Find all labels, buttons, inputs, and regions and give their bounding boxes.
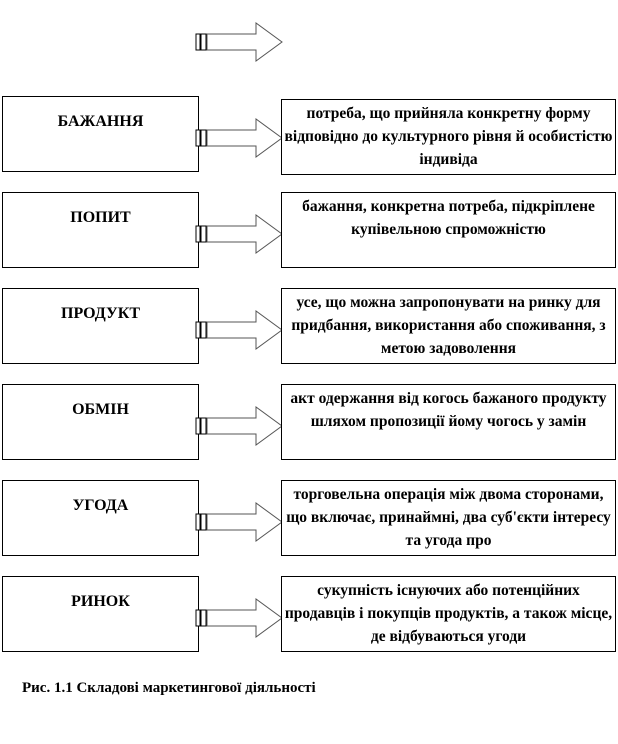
term-label: УГОДА: [72, 497, 129, 514]
definition-box: усе, що можна запропонувати на ринку для…: [281, 288, 616, 364]
term-box: ПОПИТ: [2, 192, 199, 268]
definition-box: акт одержання від когось бажаного продук…: [281, 384, 616, 460]
definition-text: акт одержання від когось бажаного продук…: [290, 390, 607, 430]
term-label: РИНОК: [71, 593, 130, 610]
term-box: ПРОДУКТ: [2, 288, 199, 364]
definition-text: торговельна операція між двома сторонами…: [286, 486, 611, 549]
definition-box: сукупність існуючих або потенційних прод…: [281, 576, 616, 652]
right-arrow-icon: [195, 214, 283, 254]
definition-box: потреба, що прийняла конкретну форму від…: [281, 99, 616, 175]
term-label: ПОПИТ: [70, 209, 131, 226]
definition-text: бажання, конкретна потреба, підкріплене …: [302, 198, 595, 238]
right-arrow-icon: [195, 310, 283, 350]
figure-caption: Рис. 1.1 Складові маркетингової діяльнос…: [22, 680, 316, 696]
definition-text: потреба, що прийняла конкретну форму від…: [284, 105, 613, 168]
term-label: ОБМІН: [72, 401, 129, 418]
term-box: ОБМІН: [2, 384, 199, 460]
term-box: УГОДА: [2, 480, 199, 556]
definition-text: сукупність існуючих або потенційних прод…: [284, 582, 613, 645]
right-arrow-icon: [195, 406, 283, 446]
term-box: РИНОК: [2, 576, 199, 652]
right-arrow-icon: [195, 502, 283, 542]
right-arrow-icon: [195, 118, 283, 158]
definition-box: торговельна операція між двома сторонами…: [281, 480, 616, 556]
term-label: ПРОДУКТ: [61, 305, 140, 322]
definition-text: усе, що можна запропонувати на ринку для…: [291, 294, 606, 357]
term-label: БАЖАННЯ: [57, 113, 144, 130]
definition-box: бажання, конкретна потреба, підкріплене …: [281, 192, 616, 268]
term-box: БАЖАННЯ: [2, 96, 199, 172]
legend-arrow-icon: [195, 22, 283, 62]
right-arrow-icon: [195, 598, 283, 638]
